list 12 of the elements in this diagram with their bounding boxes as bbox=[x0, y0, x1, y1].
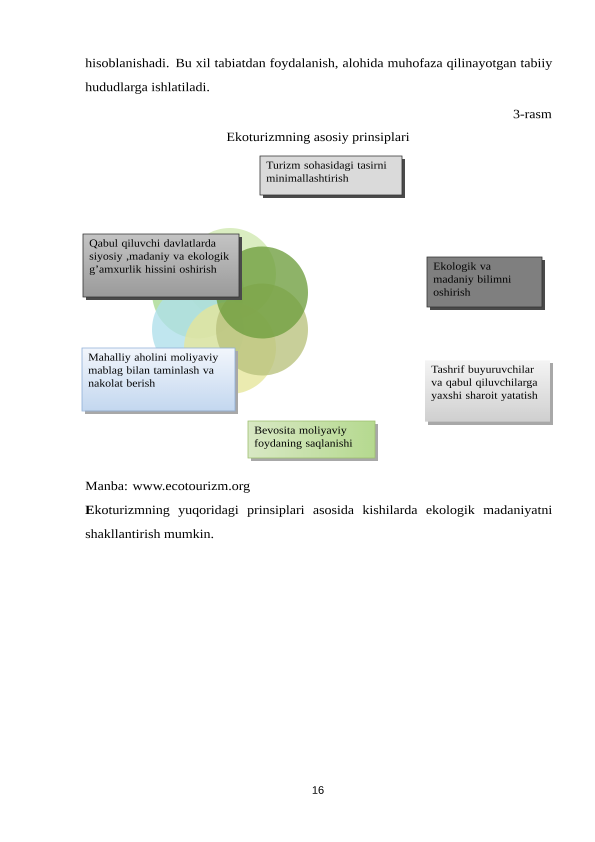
figure-title: Ekoturizmning asosiy prinsiplari bbox=[226, 132, 410, 144]
figure-number: 3-rasm bbox=[514, 110, 552, 118]
body-text: Ekoturizmning yuqoridagi prinsiplari asosida kishilarda ekologik madaniyatni shakllantirish mumkin. bbox=[85, 505, 552, 538]
text-box: Turizm sohasidagi tasirni minimallashtirish bbox=[260, 156, 405, 198]
body-text: hisoblanishadi. Bu xil tabiatdan foydalanish, alohida muhofaza qilinayotgan tabiiy hududlarga ishlatiladi. bbox=[85, 58, 552, 94]
source-note: Manba: www.ecotourizm.org bbox=[86, 481, 250, 493]
page-number: 16 bbox=[312, 786, 324, 794]
text-box: Mahalliy aholini moliyaviy mablag bilan taminlash va nakolat berish bbox=[82, 348, 238, 414]
text-box: Ekologik va madaniy bilimni oshirish bbox=[426, 256, 545, 310]
text-box: Qabul qiluvchi davlatlarda siyosiy ,madaniy va ekologik g’amxurlik hissini oshirish bbox=[82, 234, 242, 300]
text-box: Tashrif buyuruvchilar va qabul qiluvchilarga yaxshi sharoit yatatish bbox=[425, 360, 553, 425]
text-box: Bevosita moliyaviy foydaning saqlanishi bbox=[248, 420, 378, 461]
